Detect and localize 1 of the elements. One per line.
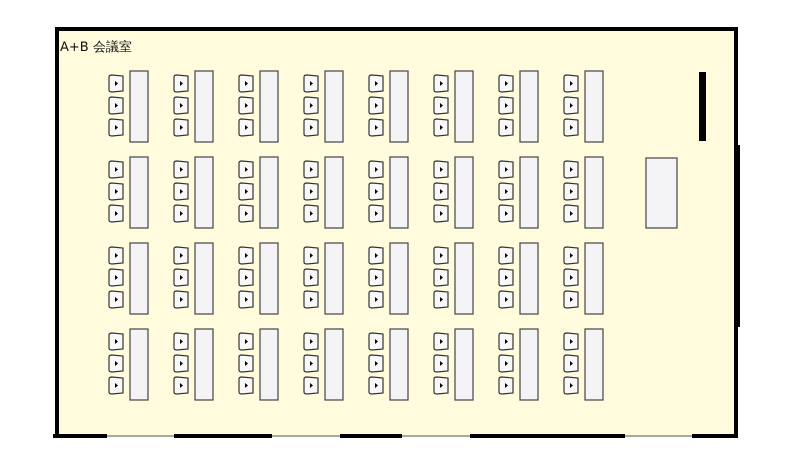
room-label: A+B 会議室 — [60, 39, 132, 56]
